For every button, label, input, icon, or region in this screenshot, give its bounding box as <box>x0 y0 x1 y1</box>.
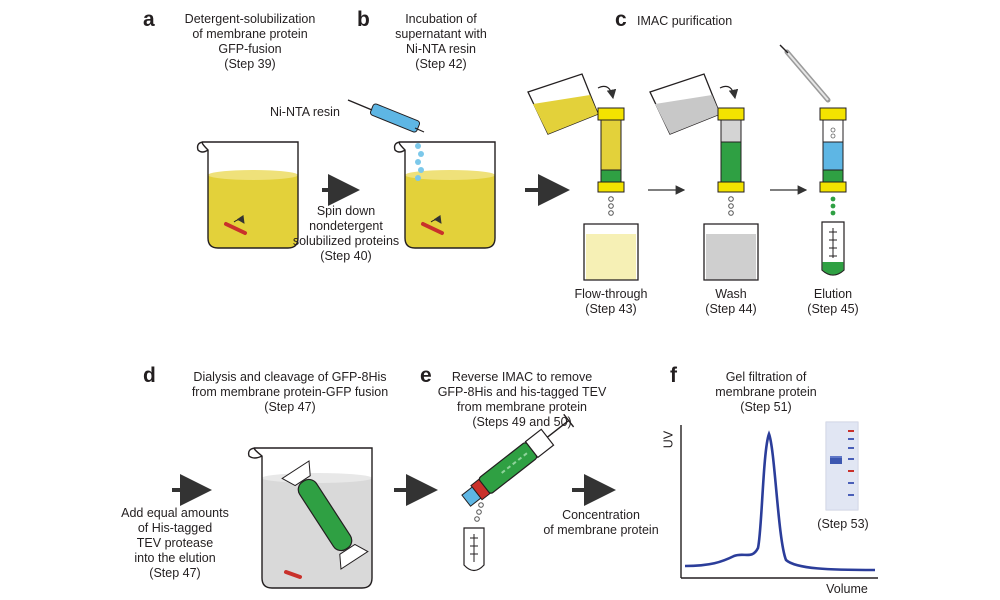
panel-f-title-line: (Step 51) <box>740 400 792 414</box>
panel-letter-a: a <box>143 8 155 31</box>
panel-b-title-line: (Step 42) <box>415 57 467 71</box>
reverse-imac-syringe <box>461 413 575 522</box>
beaker-b <box>393 141 496 249</box>
panel-a-title-line: of membrane protein <box>192 27 308 41</box>
dialysis-bag <box>281 460 369 579</box>
panel-e-title: Reverse IMAC to remove GFP-8His and his-… <box>432 370 612 430</box>
wash-label-line: Wash <box>715 287 747 301</box>
panel-e-title-line: from membrane protein <box>457 400 587 414</box>
tev-note-line: Add equal amounts <box>121 506 229 520</box>
pouring-beaker-yellow <box>527 73 617 135</box>
spin-down-note-line: (Step 40) <box>320 249 372 263</box>
flow-through-label-line: (Step 43) <box>585 302 637 316</box>
panel-d-title-line: (Step 47) <box>264 400 316 414</box>
elution-tube <box>821 221 845 276</box>
spin-down-note: Spin down nondetergent solubilized prote… <box>276 204 416 264</box>
beaker-a <box>196 141 299 249</box>
flow-through-label-line: Flow-through <box>574 287 648 301</box>
column-1 <box>597 107 625 216</box>
concentration-note-line: Concentration <box>562 508 640 522</box>
elution-label-line: Elution <box>813 287 853 301</box>
spin-down-note-line: nondetergent <box>309 219 383 233</box>
spin-down-note-line: Spin down <box>316 204 376 218</box>
panel-d-title: Dialysis and cleavage of GFP-8His from m… <box>175 370 405 415</box>
syringe-b <box>347 99 425 133</box>
panel-b-title-line: Incubation of <box>405 12 477 26</box>
dialysis-beaker <box>247 447 373 589</box>
panel-d-title-line: Dialysis and cleavage of GFP-8His <box>193 370 387 384</box>
wash-label-line: (Step 44) <box>705 302 757 316</box>
panel-e-title-line: Reverse IMAC to remove <box>451 370 593 384</box>
elution-label-line: (Step 45) <box>807 302 859 316</box>
panel-e-title-line: GFP-8His and his-tagged TEV <box>437 385 607 399</box>
panel-b-title-line: Ni-NTA resin <box>406 42 476 56</box>
spin-down-note-line: solubilized proteins <box>292 234 400 248</box>
panel-letter-e: e <box>420 364 432 387</box>
concentration-note: Concentration of membrane protein <box>536 508 666 538</box>
tev-note-line: into the elution <box>134 551 216 565</box>
chromatogram <box>680 425 878 579</box>
sds-gel <box>825 421 859 511</box>
panel-b-title-line: supernatant with <box>395 27 487 41</box>
panel-a-title-line: GFP-fusion <box>218 42 282 56</box>
tev-note-line: of His-tagged <box>137 521 213 535</box>
ni-nta-resin-label: Ni-NTA resin <box>270 105 340 119</box>
panel-letter-b: b <box>357 8 370 31</box>
tev-note-line: TEV protease <box>136 536 214 550</box>
panel-d-title-line: from membrane protein-GFP fusion <box>191 385 389 399</box>
panel-f-title-line: membrane protein <box>715 385 817 399</box>
panel-b-title: Incubation of supernatant with Ni-NTA re… <box>376 12 506 72</box>
wash-beaker <box>703 223 759 281</box>
panel-a-title: Detergent-solubilization of membrane pro… <box>160 12 340 72</box>
panel-letter-c: c <box>615 8 627 31</box>
panel-a-title-line: Detergent-solubilization <box>184 12 316 26</box>
panel-c-title: IMAC purification <box>637 14 733 28</box>
column-2 <box>717 107 745 216</box>
wash-label: Wash (Step 44) <box>681 287 781 317</box>
membrane-protein-a <box>224 222 247 235</box>
tev-note-line: (Step 47) <box>149 566 201 580</box>
elution-pipette <box>779 44 831 103</box>
column-3 <box>819 107 847 216</box>
volume-axis-label: Volume <box>826 582 868 596</box>
uv-trace <box>684 430 876 572</box>
panel-a-title-line: (Step 39) <box>224 57 276 71</box>
flow-through-beaker <box>583 223 639 281</box>
panel-letter-f: f <box>670 364 677 387</box>
gel-step-label: (Step 53) <box>817 517 869 531</box>
uv-axis-label: UV <box>661 430 676 449</box>
panel-e-title-line: (Steps 49 and 50) <box>472 415 572 429</box>
concentration-note-line: of membrane protein <box>543 523 659 537</box>
tev-protease-note: Add equal amounts of His-tagged TEV prot… <box>110 506 240 581</box>
panel-f-title: Gel filtration of membrane protein (Step… <box>696 370 836 415</box>
panel-f-title-line: Gel filtration of <box>725 370 807 384</box>
panel-letter-d: d <box>143 364 156 387</box>
reverse-imac-tube <box>463 527 485 572</box>
flow-through-label: Flow-through (Step 43) <box>561 287 661 317</box>
elution-label: Elution (Step 45) <box>783 287 883 317</box>
